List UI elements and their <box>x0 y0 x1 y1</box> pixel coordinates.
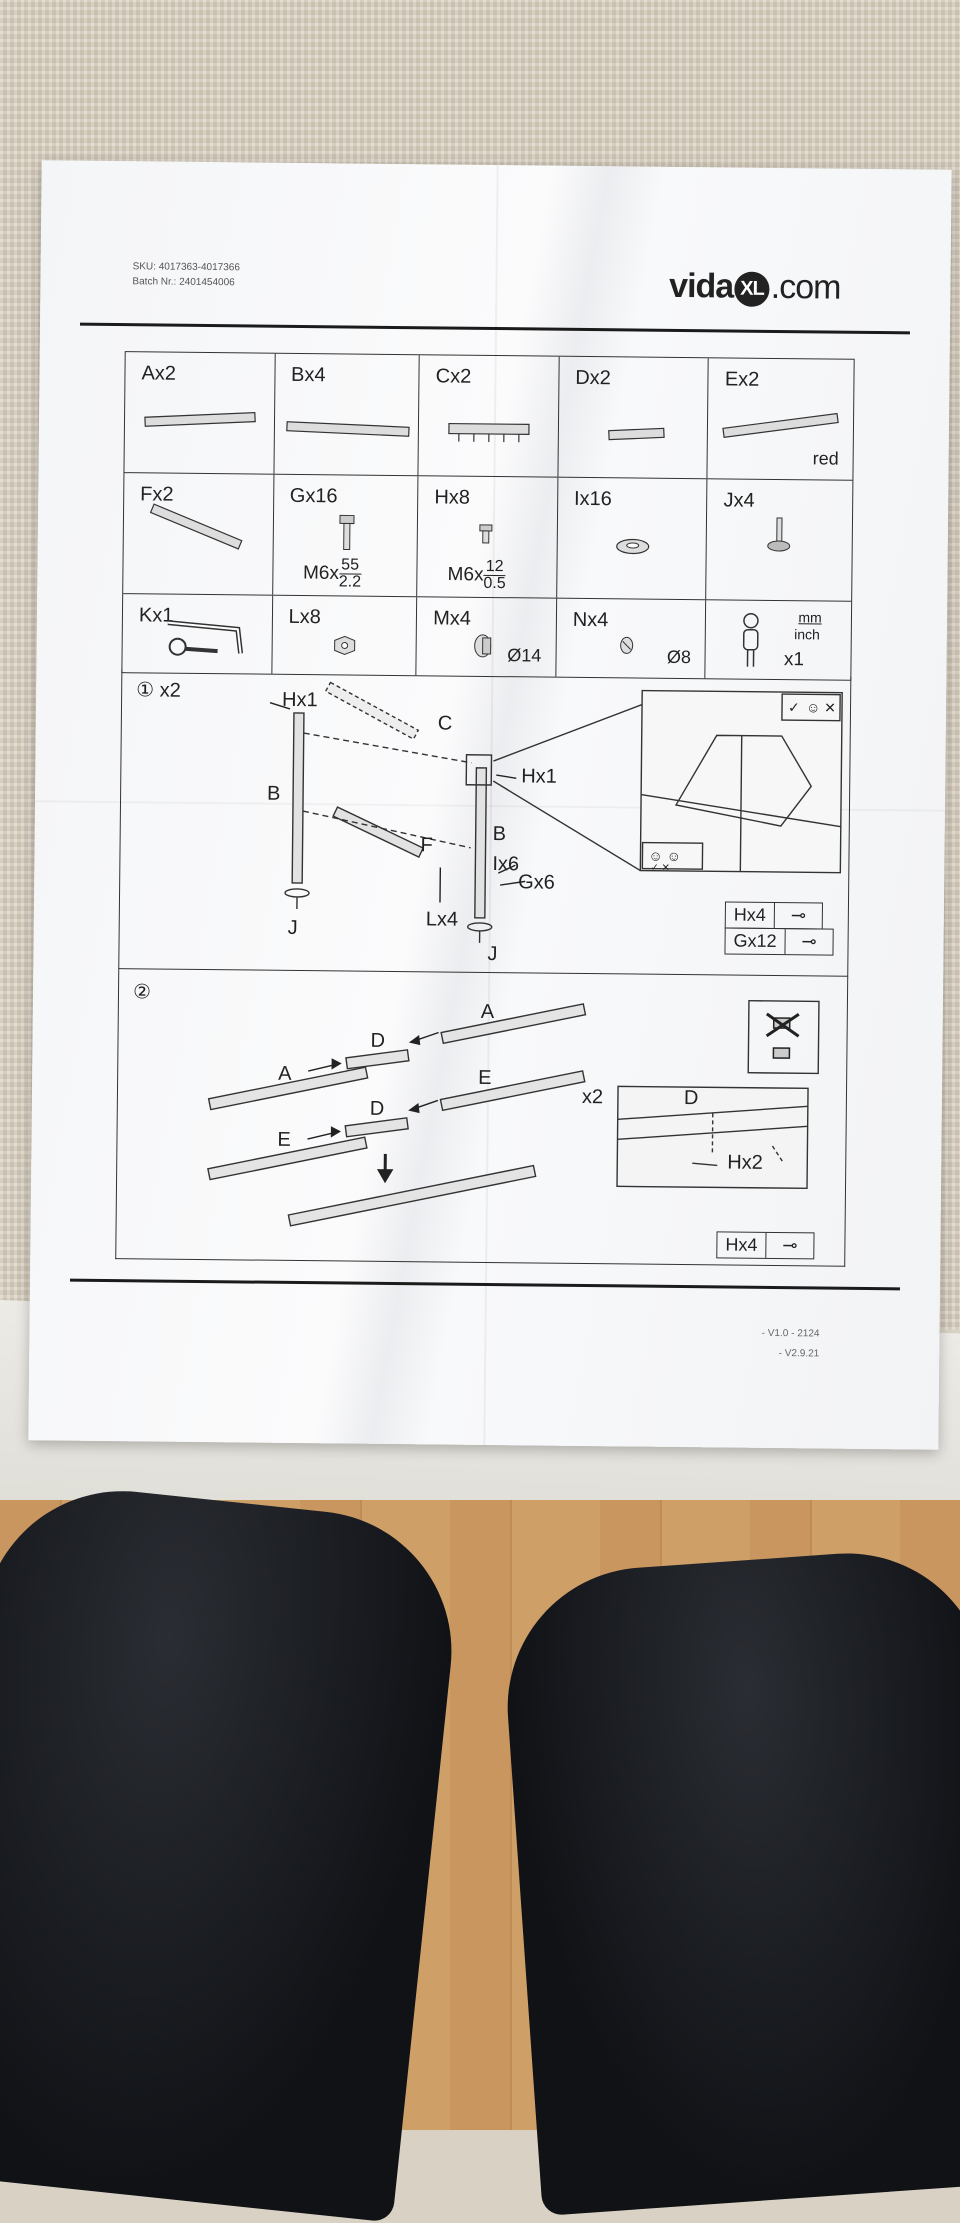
people-count: x1 <box>784 649 804 671</box>
sku-text: SKU: 4017363-4017366 <box>133 259 240 275</box>
label-e: E <box>277 1129 291 1152</box>
screw-spec: M6x 12 0.5 <box>447 559 505 593</box>
part-cell-d: Dx2 <box>558 357 709 479</box>
instruction-sheet: SKU: 4017363-4017366 Batch Nr.: 24014540… <box>28 160 951 1449</box>
part-b-illustration <box>274 354 420 476</box>
part-a-illustration <box>124 352 275 474</box>
spec-prefix: M6x <box>303 563 339 584</box>
person-icon <box>706 600 852 680</box>
spec-prefix: M6x <box>448 564 484 585</box>
left-leg <box>0 1477 465 2222</box>
parts-grid: Ax2 Bx4 Cx2 Dx2 Ex2 red Fx <box>121 351 854 681</box>
step-1-screw-summary: Hx4⊸ <box>725 901 823 929</box>
spec-length: 55 <box>339 557 361 574</box>
right-leg <box>498 1544 960 2216</box>
label-b: B <box>493 823 507 846</box>
parts-row: Kx1 Lx8 Mx4 Ø14 Nx4 Ø8 mm inch x1 <box>122 594 851 680</box>
nut-icon <box>272 596 418 676</box>
label-a: A <box>278 1063 292 1086</box>
label-a: A <box>481 1001 495 1024</box>
part-cell-l: Lx8 <box>272 596 417 676</box>
product-meta: SKU: 4017363-4017366 Batch Nr.: 24014540… <box>132 259 240 290</box>
part-cell-b: Bx4 <box>274 354 420 476</box>
part-cell-n: Nx4 Ø8 <box>556 599 706 679</box>
washer-icon <box>557 478 708 600</box>
screw-icon: ⊸ <box>765 1233 813 1259</box>
part-note: red <box>813 448 839 469</box>
part-cell-j: Jx4 <box>707 479 853 601</box>
svg-text:✓: ✓ <box>788 699 800 715</box>
step-2-screw-summary: Hx4⊸ <box>716 1231 814 1259</box>
part-f-illustration <box>123 473 274 595</box>
svg-text:☺ ✕: ☺ ✕ <box>806 699 836 715</box>
label-d: D <box>370 1098 385 1121</box>
summary-label: Hx4 <box>726 902 774 928</box>
part-cell-k: Kx1 <box>122 594 272 674</box>
part-cell-c: Cx2 <box>419 355 560 476</box>
bolt-spec: M6x 55 2.2 <box>303 557 361 591</box>
label-h: Hx1 <box>521 765 557 788</box>
label-e: E <box>478 1067 492 1090</box>
foot-icon <box>707 479 853 601</box>
label-h: Hx1 <box>282 689 318 712</box>
part-cell-a: Ax2 <box>124 352 275 474</box>
summary-label: Gx12 <box>725 928 784 954</box>
screw-icon: ⊸ <box>774 903 822 929</box>
logo-mark: XL <box>734 271 770 306</box>
hex-key-icon <box>122 594 273 674</box>
bolt-icon: ⊸ <box>784 929 832 955</box>
label-c: C <box>438 712 453 735</box>
part-c-illustration <box>419 355 560 476</box>
part-cell-f: Fx2 <box>123 473 274 595</box>
part-cell-h: Hx8 M6x 12 0.5 <box>417 476 558 597</box>
label-j: J <box>487 943 497 966</box>
logo-text-left: vida <box>669 267 733 306</box>
summary-label: Hx4 <box>717 1232 765 1258</box>
label-b: B <box>267 783 281 806</box>
part-d-illustration <box>558 357 709 479</box>
label-j: J <box>288 917 298 940</box>
part-diameter: Ø14 <box>507 645 541 666</box>
svg-text:☺ ☺: ☺ ☺ <box>648 848 681 864</box>
part-cell-g: Gx16 M6x 55 2.2 <box>273 475 419 597</box>
logo-text-right: .com <box>771 268 841 307</box>
detail-multiplier: x2 <box>582 1086 603 1109</box>
version-text: - V1.0 - 2124 <box>762 1328 820 1340</box>
units-cell: mm inch x1 <box>706 600 851 680</box>
parts-row: Fx2 Gx16 M6x 55 2.2 Hx8 M6x 12 <box>123 473 852 602</box>
detail-label-d: D <box>684 1087 699 1110</box>
part-diameter: Ø8 <box>667 647 691 668</box>
spec-inch: 0.5 <box>483 576 505 592</box>
step-2-panel: ② <box>115 969 848 1267</box>
label-f: F <box>420 834 432 857</box>
spec-inch: 2.2 <box>339 574 361 590</box>
label-g: Gx6 <box>518 871 555 894</box>
spec-length: 12 <box>484 559 506 576</box>
step-1-panel: ① x2 <box>118 669 851 977</box>
unit-mm: mm <box>798 609 821 625</box>
unit-inch: inch <box>794 626 820 642</box>
batch-text: Batch Nr.: 2401454006 <box>132 274 239 290</box>
label-d: D <box>370 1030 385 1053</box>
svg-text:✓ ✕: ✓ ✕ <box>650 863 670 874</box>
label-l: Lx4 <box>426 908 458 931</box>
version-text-secondary: - V2.9.21 <box>779 1348 820 1359</box>
step-1-bolt-summary: Gx12⊸ <box>724 927 833 955</box>
detail-label-h: Hx2 <box>727 1152 763 1175</box>
part-cell-i: Ix16 <box>557 478 708 600</box>
part-cell-e: Ex2 red <box>708 358 854 480</box>
label-i: Ix6 <box>492 853 519 876</box>
parts-row: Ax2 Bx4 Cx2 Dx2 Ex2 red <box>124 352 853 481</box>
part-cell-m: Mx4 Ø14 <box>417 597 557 676</box>
